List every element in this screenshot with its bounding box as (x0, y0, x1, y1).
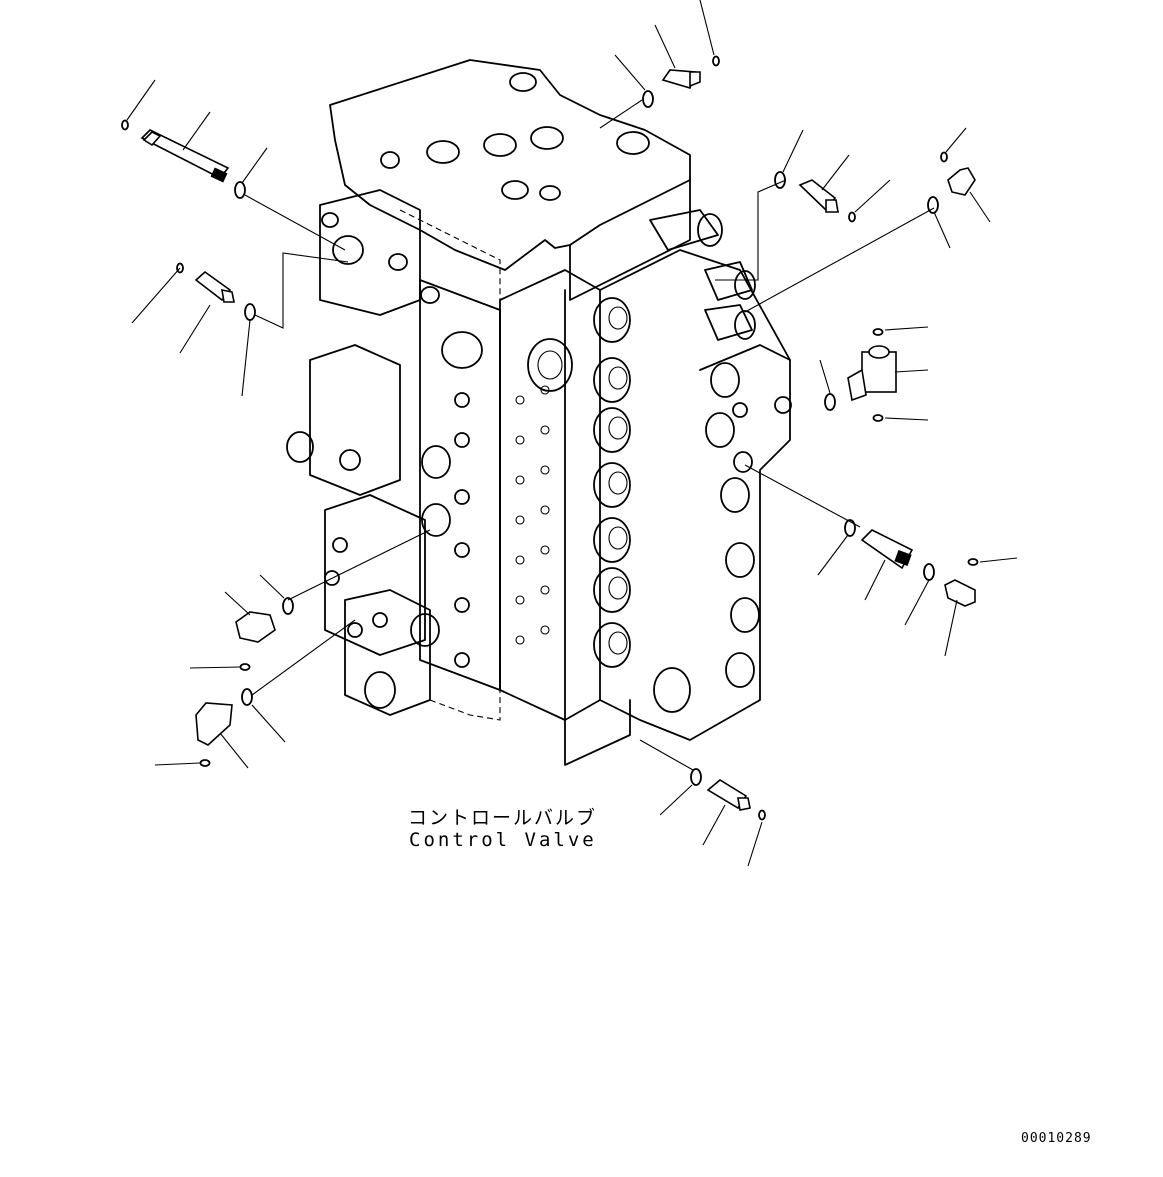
spool-caps (593, 297, 760, 713)
elbow-left (235, 611, 276, 643)
caption-japanese: コントロールバルブ (408, 807, 598, 829)
tee-fitting-right (847, 345, 897, 402)
elbow-upper-right (947, 167, 976, 196)
connector-bottom (706, 779, 751, 811)
elbow-lower-right (944, 579, 976, 607)
front-ports (515, 338, 573, 645)
leader-lines (244, 99, 935, 771)
straight-fitting-upper-left (140, 129, 230, 183)
top-caps (286, 72, 792, 709)
valve-body (309, 59, 791, 766)
caption-english: Control Valve (409, 829, 597, 851)
fittings (140, 69, 976, 811)
elbow-lower-left (195, 702, 233, 746)
drawing-number: 00010289 (1021, 1131, 1092, 1146)
connector-top (661, 69, 701, 89)
callout-leaders (126, 0, 1018, 867)
straight-fitting-right (860, 529, 914, 570)
connector-left (194, 270, 235, 303)
upper-right-spools (649, 209, 756, 473)
connector-upper-right (798, 179, 839, 213)
